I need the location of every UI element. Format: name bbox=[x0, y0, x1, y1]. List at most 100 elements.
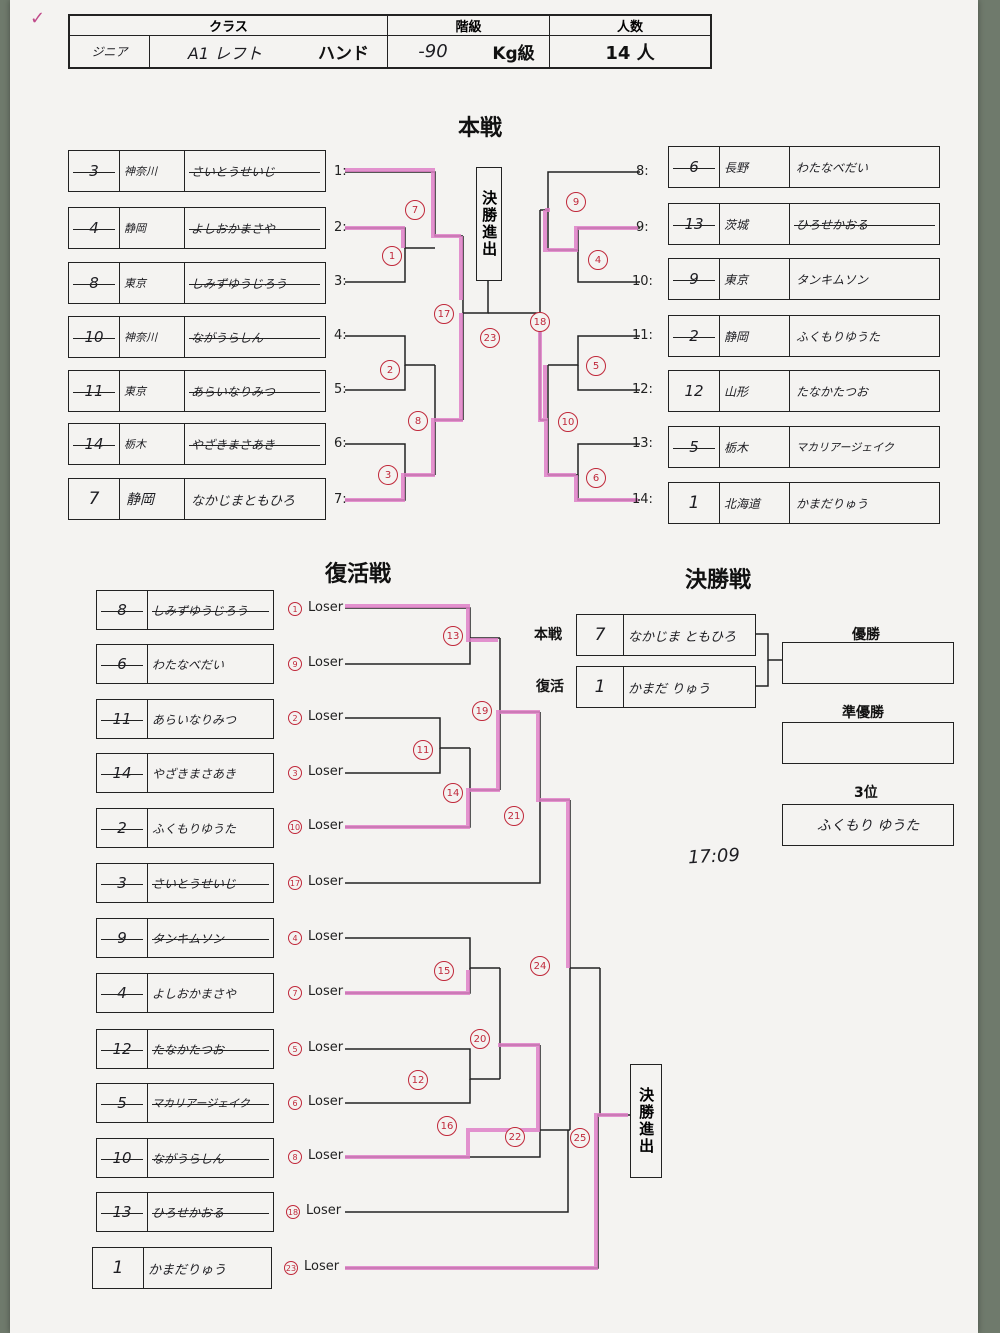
count-label: 人数 bbox=[550, 16, 710, 36]
seed: 14 bbox=[69, 424, 119, 464]
main-right-row-10: 9 東京 タンキムソン bbox=[668, 258, 940, 300]
position-number: 12: bbox=[632, 382, 653, 397]
loser-label: Loser bbox=[308, 1040, 344, 1055]
player-name: ひろせかおる bbox=[789, 204, 939, 244]
player-name: マカリアージェイク bbox=[147, 1084, 273, 1122]
match-number: 16 bbox=[437, 1116, 457, 1136]
player-name: たなかたつお bbox=[789, 371, 939, 411]
match-number: 20 bbox=[470, 1029, 490, 1049]
advance-box-repechage: 決勝進出 bbox=[630, 1064, 662, 1178]
player-name: かまだりゅう bbox=[143, 1248, 271, 1288]
advance-box-main: 決勝進出 bbox=[476, 167, 502, 281]
loser-label: Loser bbox=[306, 1203, 342, 1218]
weight-label: 階級 bbox=[388, 16, 550, 36]
loser-label: Loser bbox=[308, 764, 344, 779]
class-label: クラス bbox=[70, 16, 388, 36]
rep-row-6: 3 さいとうせいじ bbox=[96, 863, 274, 903]
rep-row-7: 9 タンキムソン bbox=[96, 918, 274, 958]
main-left-row-5: 11 東京 あらいなりみつ bbox=[68, 370, 326, 412]
player-name: よしおかまさや bbox=[184, 208, 324, 248]
count-value: 14 人 bbox=[605, 42, 655, 64]
match-number: 8 bbox=[408, 411, 428, 431]
winner-box bbox=[782, 642, 954, 684]
match-number: 23 bbox=[480, 328, 500, 348]
prefecture: 長野 bbox=[719, 147, 789, 187]
match-number: 10 bbox=[558, 412, 578, 432]
match-number: 1 bbox=[382, 246, 402, 266]
match-number: 25 bbox=[570, 1128, 590, 1148]
seed: 2 bbox=[97, 809, 147, 847]
position-number: 2: bbox=[334, 220, 347, 235]
position-number: 9: bbox=[636, 220, 649, 235]
match-number: 24 bbox=[530, 956, 550, 976]
seed: 6 bbox=[669, 147, 719, 187]
rep-row-12: 13 ひろせかおる bbox=[96, 1192, 274, 1232]
loser-label: Loser bbox=[308, 1094, 344, 1109]
seed: 12 bbox=[97, 1030, 147, 1068]
main-right-row-12: 12 山形 たなかたつお bbox=[668, 370, 940, 412]
seed: 5 bbox=[97, 1084, 147, 1122]
runner-up-label: 準優勝 bbox=[842, 705, 884, 721]
main-right-row-8: 6 長野 わたなべだい bbox=[668, 146, 940, 188]
header-table: クラス 階級 人数 ジニア A1 レフト ハンド -90 Kg級 14 人 bbox=[68, 14, 712, 69]
player-name: ふくもりゆうた bbox=[147, 809, 273, 847]
seed: 1 bbox=[594, 677, 606, 697]
source-match: 1 bbox=[288, 602, 302, 616]
player-name: わたなべだい bbox=[789, 147, 939, 187]
position-number: 8: bbox=[636, 164, 649, 179]
prefecture: 東京 bbox=[119, 263, 184, 303]
player-name: やざきまさあき bbox=[147, 754, 273, 792]
main-left-row-2: 4 静岡 よしおかまさや bbox=[68, 207, 326, 249]
match-number: 22 bbox=[505, 1127, 525, 1147]
match-number: 11 bbox=[413, 740, 433, 760]
seed: 8 bbox=[97, 591, 147, 629]
match-number: 19 bbox=[472, 701, 492, 721]
player-name: かまだ りゅう bbox=[623, 667, 755, 707]
prefecture: 東京 bbox=[719, 259, 789, 299]
main-right-row-9: 13 茨城 ひろせかおる bbox=[668, 203, 940, 245]
main-left-row-6: 14 栃木 やざきまさあき bbox=[68, 423, 326, 465]
player-name: さいとうせいじ bbox=[147, 864, 273, 902]
rep-row-8: 4 よしおかまさや bbox=[96, 973, 274, 1013]
third-place-box: ふくもり ゆうた bbox=[782, 804, 954, 846]
match-number: 15 bbox=[434, 961, 454, 981]
main-left-row-4: 10 神奈川 ながうらしん bbox=[68, 316, 326, 358]
seed: 5 bbox=[669, 427, 719, 467]
player-name: あらいなりみつ bbox=[147, 700, 273, 738]
prefecture: 山形 bbox=[719, 371, 789, 411]
source-match: 9 bbox=[288, 657, 302, 671]
class-value-c: ハンド bbox=[300, 36, 388, 67]
final-rep-row: 1 かまだ りゅう bbox=[576, 666, 756, 708]
rep-row-1: 8 しみずゆうじろう bbox=[96, 590, 274, 630]
main-right-row-13: 5 栃木 マカリアージェイク bbox=[668, 426, 940, 468]
seed: 4 bbox=[97, 974, 147, 1012]
source-match: 4 bbox=[288, 931, 302, 945]
match-number: 5 bbox=[586, 356, 606, 376]
player-name: ひろせかおる bbox=[147, 1193, 273, 1231]
seed: 10 bbox=[69, 317, 119, 357]
position-number: 4: bbox=[334, 328, 347, 343]
player-name: タンキムソン bbox=[147, 919, 273, 957]
match-number: 4 bbox=[588, 250, 608, 270]
player-name: タンキムソン bbox=[789, 259, 939, 299]
loser-label: Loser bbox=[304, 1259, 340, 1274]
seed: 9 bbox=[669, 259, 719, 299]
seed: 11 bbox=[97, 700, 147, 738]
prefecture: 神奈川 bbox=[119, 151, 184, 191]
player-name: あらいなりみつ bbox=[184, 371, 324, 411]
match-number: 14 bbox=[443, 783, 463, 803]
seed: 1 bbox=[112, 1258, 124, 1278]
loser-label: Loser bbox=[308, 655, 344, 670]
final-main-row: 7 なかじま ともひろ bbox=[576, 614, 756, 656]
seed: 4 bbox=[69, 208, 119, 248]
player-name: しみずゆうじろう bbox=[184, 263, 324, 303]
final-main-label: 本戦 bbox=[534, 627, 562, 643]
source-match: 18 bbox=[286, 1205, 300, 1219]
prefecture: 静岡 bbox=[119, 479, 184, 519]
main-right-row-11: 2 静岡 ふくもりゆうた bbox=[668, 315, 940, 357]
loser-label: Loser bbox=[308, 929, 344, 944]
loser-label: Loser bbox=[308, 709, 344, 724]
match-number: 12 bbox=[408, 1070, 428, 1090]
player-name: しみずゆうじろう bbox=[147, 591, 273, 629]
